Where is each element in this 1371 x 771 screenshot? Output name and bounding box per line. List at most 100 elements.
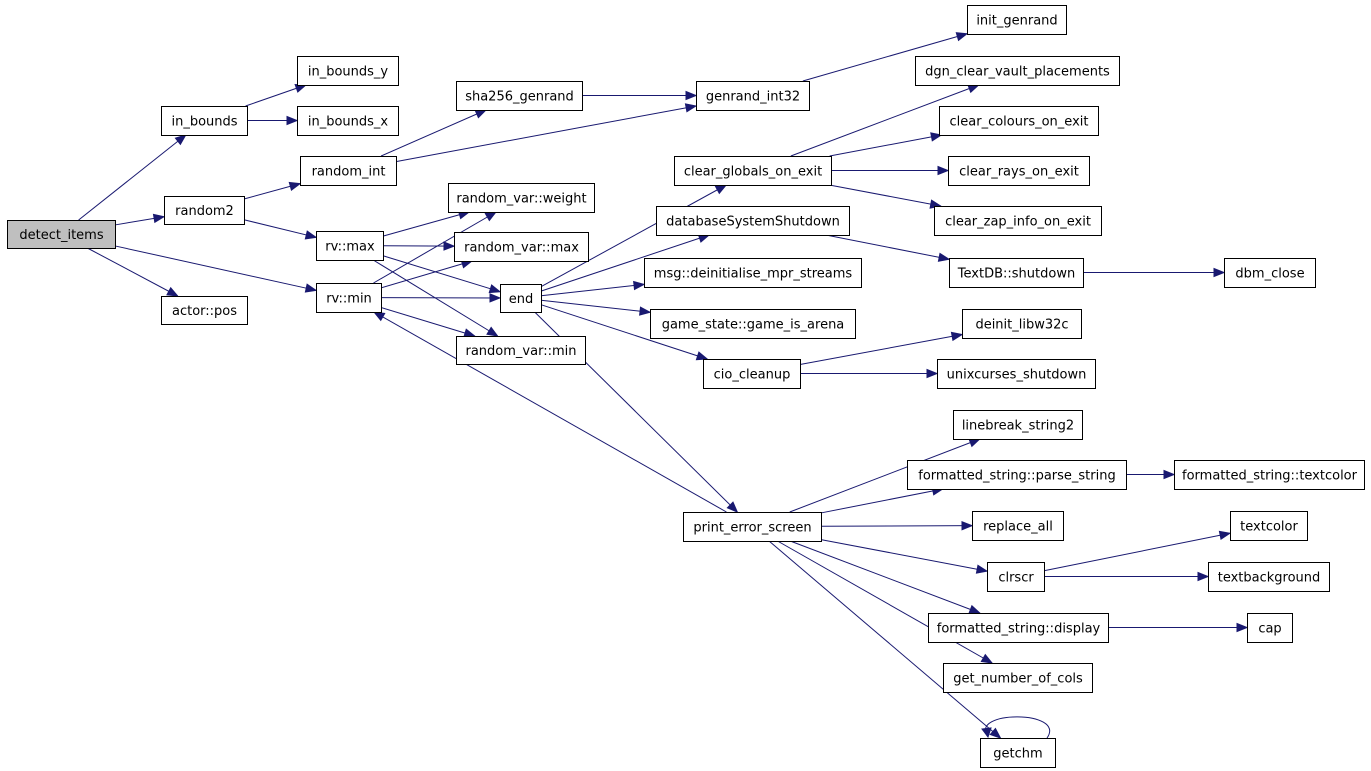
call-edge-arrowhead	[488, 284, 502, 294]
node-databaseSystemShutdown[interactable]: databaseSystemShutdown	[656, 206, 850, 236]
node-textcolor-fs[interactable]: formatted_string::textcolor	[1174, 460, 1365, 490]
node-label: end	[509, 292, 534, 307]
node-getchm[interactable]: getchm	[980, 738, 1056, 768]
node-in-bounds-y[interactable]: in_bounds_y	[297, 56, 399, 86]
node-rv-min[interactable]: rv::min	[316, 283, 382, 313]
node-dbm-close[interactable]: dbm_close	[1224, 258, 1316, 288]
call-edge-clear_globals_on_exit-clear_zap_info_on_exit	[829, 184, 941, 207]
call-edge-arrowhead	[304, 283, 318, 293]
node-textbackground[interactable]: textbackground	[1208, 562, 1330, 592]
node-label: textbackground	[1218, 571, 1321, 586]
node-detect-items[interactable]: detect_items	[7, 220, 116, 249]
node-clear-zap-info-on-exit[interactable]: clear_zap_info_on_exit	[934, 206, 1102, 236]
node-label: TextDB::shutdown	[957, 267, 1075, 282]
node-random-var-max[interactable]: random_var::max	[454, 232, 589, 262]
call-edge-arrowhead	[980, 653, 994, 664]
call-edge-rv_max-random_var_weight	[382, 211, 470, 237]
call-edge-random_int-sha256_genrand	[380, 109, 487, 157]
node-box	[967, 5, 1067, 35]
node-get-number-of-cols[interactable]: get_number_of_cols	[943, 663, 1093, 693]
node-random2[interactable]: random2	[164, 196, 245, 225]
node-label: sha256_genrand	[465, 90, 574, 105]
node-box	[915, 56, 1120, 86]
node-box	[943, 663, 1093, 693]
node-random-int[interactable]: random_int	[300, 156, 397, 186]
node-label: clear_zap_info_on_exit	[945, 215, 1091, 230]
call-edge-arrowhead	[1236, 622, 1249, 633]
node-clear-colours-on-exit[interactable]: clear_colours_on_exit	[939, 106, 1099, 136]
node-label: random_var::max	[464, 241, 579, 256]
node-game-is-arena[interactable]: game_state::game_is_arena	[650, 309, 856, 339]
call-edge-random_int-genrand_int32	[395, 105, 697, 163]
node-linebreak-string2[interactable]: linebreak_string2	[953, 410, 1083, 440]
call-edge-arrowhead	[1197, 571, 1210, 582]
node-textdb-shutdown[interactable]: TextDB::shutdown	[949, 258, 1084, 288]
node-clear-rays-on-exit[interactable]: clear_rays_on_exit	[948, 156, 1090, 186]
node-rv-max[interactable]: rv::max	[316, 231, 384, 261]
call-edge-databaseSystemShutdown-textdb_shutdown	[825, 234, 950, 260]
node-parse-string[interactable]: formatted_string::parse_string	[907, 460, 1127, 490]
call-edge-arrowhead	[152, 213, 166, 224]
call-edge-arrowhead	[714, 184, 728, 195]
call-edge-detect_items-in_bounds	[78, 134, 187, 221]
node-box	[650, 309, 856, 339]
node-box	[500, 284, 542, 313]
call-edge-print_error_screen-clrscr	[820, 539, 988, 572]
call-edge-arrowhead	[484, 211, 498, 222]
node-label: detect_items	[19, 228, 103, 243]
node-box	[949, 258, 1084, 288]
node-genrand-int32[interactable]: genrand_int32	[696, 81, 810, 111]
node-unixcurses-shutdown[interactable]: unixcurses_shutdown	[937, 359, 1096, 389]
node-cio-cleanup[interactable]: cio_cleanup	[703, 359, 801, 389]
node-in-bounds-x[interactable]: in_bounds_x	[297, 106, 399, 136]
node-deinit-libw32c[interactable]: deinit_libw32c	[962, 309, 1082, 339]
call-edge-print_error_screen-get_number_of_cols	[777, 540, 993, 664]
node-msg-deinitialise[interactable]: msg::deinitialise_mpr_streams	[644, 258, 862, 288]
node-end[interactable]: end	[500, 284, 542, 313]
node-label: random_var::min	[466, 344, 577, 359]
node-print-error-screen[interactable]: print_error_screen	[683, 512, 822, 542]
node-box	[980, 738, 1056, 768]
node-dgn-clear-vault-placements[interactable]: dgn_clear_vault_placements	[915, 56, 1120, 86]
node-init-genrand[interactable]: init_genrand	[967, 5, 1067, 35]
call-edge-arrowhead	[726, 501, 739, 513]
node-label: databaseSystemShutdown	[666, 215, 840, 230]
call-edge-arrowhead	[1213, 267, 1226, 278]
call-edge-arrowhead	[684, 103, 698, 113]
node-clear-globals-on-exit[interactable]: clear_globals_on_exit	[674, 156, 832, 186]
node-in-bounds[interactable]: in_bounds	[161, 106, 248, 136]
node-label: rv::min	[326, 292, 372, 307]
call-edge-detect_items-rv_min	[114, 245, 317, 291]
node-label: print_error_screen	[693, 521, 811, 536]
call-edge-rv_min-random_var_max	[380, 260, 473, 289]
node-label: clear_colours_on_exit	[950, 115, 1089, 130]
node-label: linebreak_string2	[962, 419, 1074, 434]
node-box	[939, 106, 1099, 136]
call-edge-arrowhead	[981, 727, 992, 739]
call-edge-detect_items-actor_pos	[87, 247, 178, 297]
node-label: get_number_of_cols	[953, 672, 1083, 687]
call-edge-arrowhead	[286, 115, 299, 126]
node-cap[interactable]: cap	[1247, 613, 1293, 643]
node-label: actor::pos	[172, 304, 237, 319]
node-box	[316, 231, 384, 261]
node-fs-display[interactable]: formatted_string::display	[928, 613, 1109, 643]
node-clrscr[interactable]: clrscr	[987, 562, 1045, 592]
call-edge-rv_max-end	[382, 255, 501, 293]
node-replace-all[interactable]: replace_all	[972, 511, 1064, 541]
call-edge-arrowhead	[463, 328, 476, 338]
node-random-var-min[interactable]: random_var::min	[456, 336, 586, 365]
node-label: formatted_string::textcolor	[1182, 469, 1358, 484]
node-box	[683, 512, 822, 542]
node-box	[297, 106, 399, 136]
node-random-var-weight[interactable]: random_var::weight	[448, 183, 595, 213]
call-edge-arrowhead	[474, 109, 488, 119]
node-actor-pos[interactable]: actor::pos	[161, 296, 248, 325]
call-edge-arrowhead	[639, 306, 652, 316]
call-edge-end-cio_cleanup	[540, 304, 708, 360]
call-edge-arrowhead	[443, 241, 456, 251]
node-label: getchm	[993, 747, 1042, 762]
node-label: in_bounds_x	[308, 115, 389, 130]
node-sha256-genrand[interactable]: sha256_genrand	[456, 81, 583, 111]
node-textcolor[interactable]: textcolor	[1230, 511, 1308, 541]
